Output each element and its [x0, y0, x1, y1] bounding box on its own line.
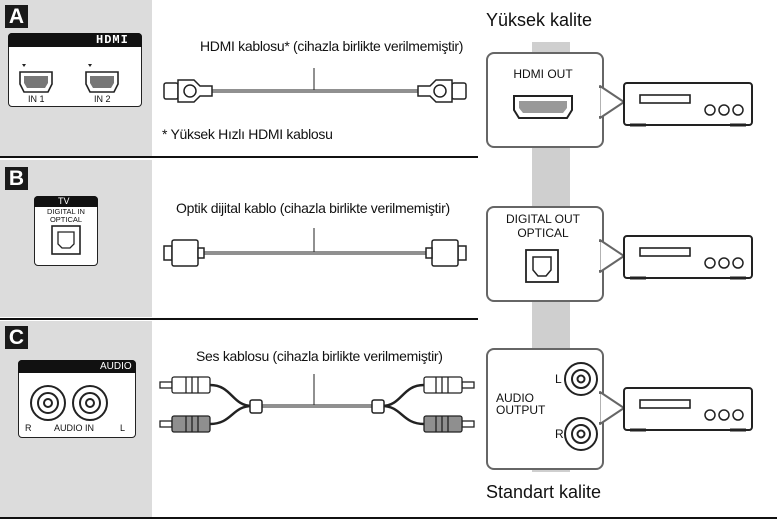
- tv-audio-jack-r: [30, 385, 66, 421]
- device-audio-jack-l: [564, 362, 598, 396]
- section-b-letter: B: [5, 167, 28, 190]
- hdmi-in1-port: [19, 64, 53, 93]
- hdmi-logo: HDMI: [96, 33, 129, 47]
- hdmi-cable: [163, 68, 467, 103]
- tv-audio-jacks: [30, 385, 108, 421]
- tv-audio-jack-l: [72, 385, 108, 421]
- tv-optical-port: [51, 225, 81, 255]
- tv-hdmi-ports: [19, 64, 119, 93]
- audio-plug-right-white: [423, 376, 475, 394]
- divider-bc: [0, 318, 478, 320]
- device-audio-l-label: L: [555, 372, 562, 386]
- tv-audio-title: AUDIO: [100, 361, 132, 372]
- audio-cable-label: Ses kablosu (cihazla birlikte verilmemiş…: [196, 348, 443, 364]
- tv-audio-l-label: L: [120, 423, 126, 433]
- device-hdmi-out-label: HDMI OUT: [513, 67, 573, 81]
- device-b: [597, 235, 753, 280]
- audio-plug-right-gray: [423, 415, 475, 433]
- divider-bottom: [0, 517, 777, 519]
- section-c-letter: C: [5, 326, 28, 349]
- device-audio-jacks: [564, 362, 598, 451]
- quality-standard-label: Standart kalite: [486, 482, 602, 502]
- divider-ab: [0, 156, 478, 158]
- hdmi-in2-port: [85, 64, 119, 93]
- tv-title-strip: [34, 196, 98, 207]
- audio-title-strip: [18, 360, 136, 373]
- device-a: [597, 82, 753, 127]
- optical-plug-left: [163, 239, 205, 267]
- hdmi-in1-label: IN 1: [28, 94, 45, 104]
- hdmi-in2-label: IN 2: [94, 94, 111, 104]
- device-audio-jack-r: [564, 417, 598, 451]
- optical-cable: [163, 228, 467, 267]
- device-optical-out-port: [525, 249, 559, 283]
- tv-audio-r-label: R: [25, 423, 32, 433]
- section-a-letter: A: [5, 5, 28, 28]
- hdmi-footnote: * Yüksek Hızlı HDMI kablosu: [162, 126, 333, 142]
- device-optical-out-label: DIGITAL OUT OPTICAL: [505, 212, 580, 240]
- audio-plug-left-white: [159, 376, 211, 394]
- tv-audio-in-label: AUDIO IN: [54, 423, 95, 433]
- optical-plug-right: [425, 239, 467, 267]
- optical-cable-label: Optik dijital kablo (cihazla birlikte ve…: [176, 200, 450, 216]
- hdmi-plug-right: [417, 79, 467, 103]
- device-audio-r-label: R: [555, 427, 564, 441]
- audio-cable: [159, 374, 475, 433]
- hdmi-brand-strip: [8, 33, 142, 47]
- quality-high-label: Yüksek kalite: [486, 10, 593, 30]
- hdmi-plug-left: [163, 79, 213, 103]
- hdmi-cable-label: HDMI kablosu* (cihazla birlikte verilmem…: [200, 38, 464, 54]
- device-c: [597, 387, 753, 432]
- audio-plug-left-gray: [159, 415, 211, 433]
- device-audio-output-label: AUDIO OUTPUT: [496, 391, 546, 417]
- device-hdmi-out-port: [513, 95, 573, 119]
- tv-optical-label: DIGITAL IN OPTICAL: [47, 207, 85, 224]
- tv-title: TV: [58, 196, 70, 206]
